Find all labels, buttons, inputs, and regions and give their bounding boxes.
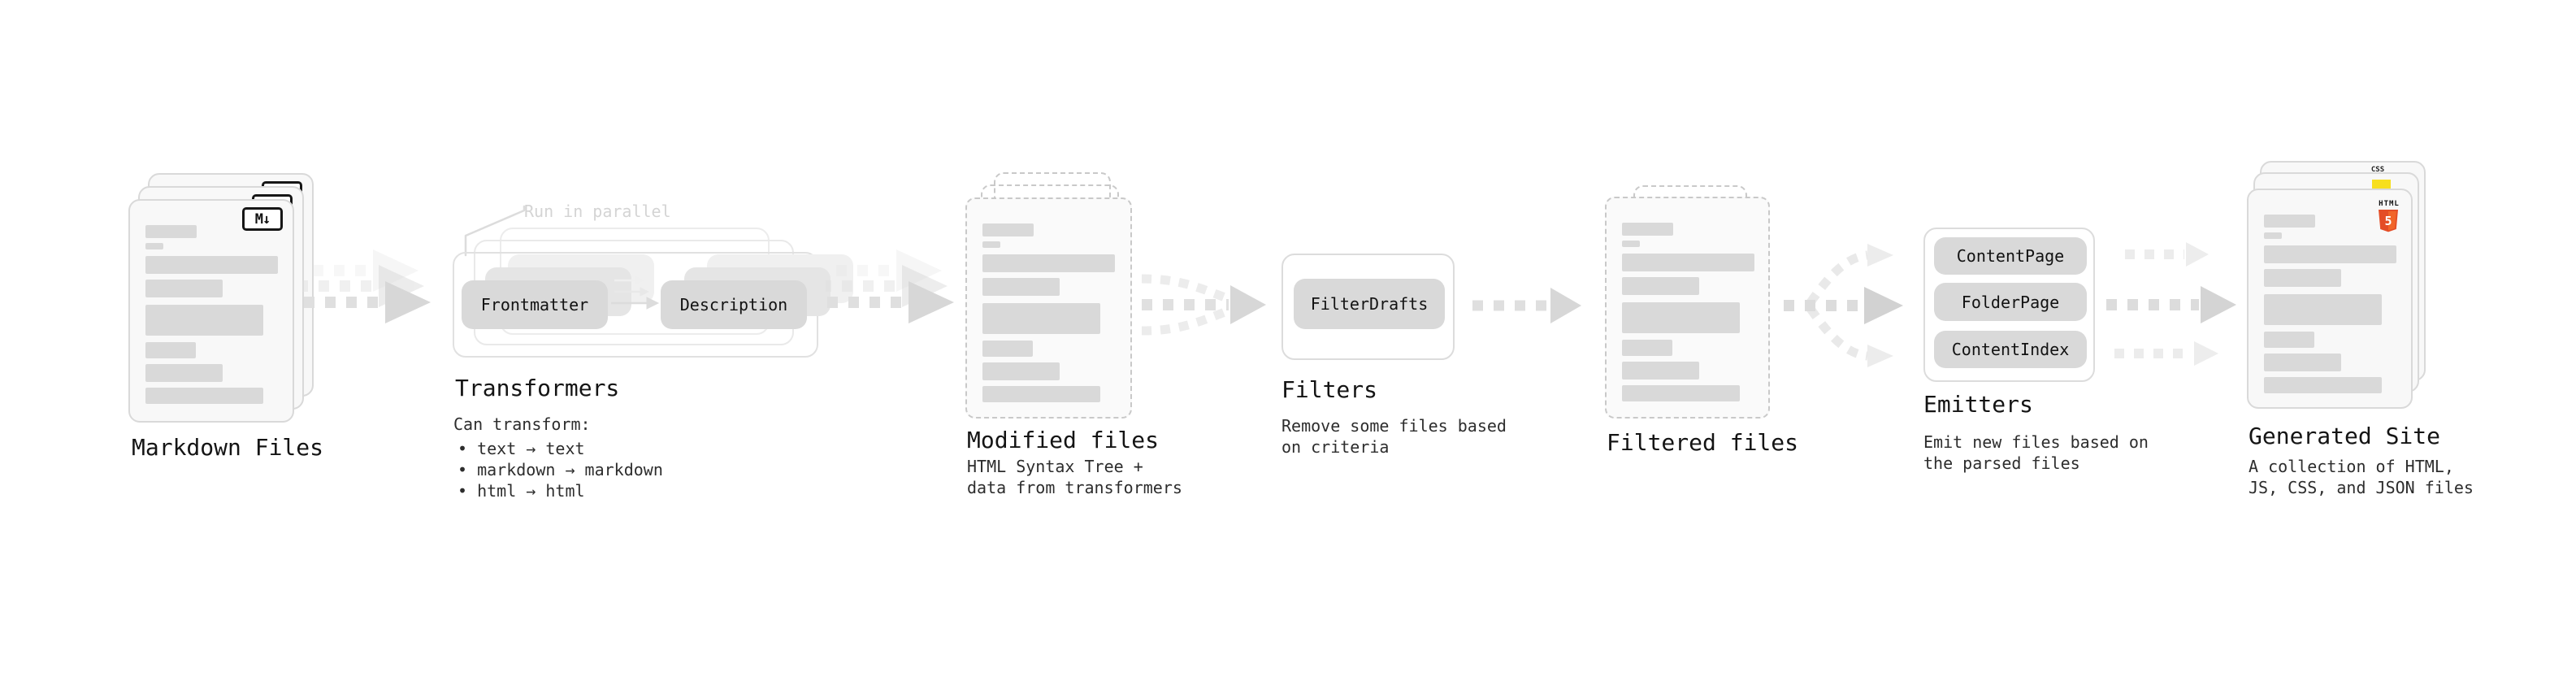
stage-title-filters: Filters: [1281, 376, 1378, 403]
bullet-item: • text → text: [458, 439, 585, 458]
bullet-item: • markdown → markdown: [458, 460, 663, 479]
placeholder-line: [982, 386, 1100, 402]
placeholder-line: [145, 305, 263, 336]
placeholder-line: [1622, 340, 1672, 356]
placeholder-line: [145, 256, 278, 274]
placeholder-line: [982, 254, 1115, 272]
flow-arrow-filtered-to-emitters: [1784, 244, 1903, 367]
html5-icon-word: HTML: [2379, 200, 2400, 208]
css-icon-text: CSS: [2370, 166, 2385, 174]
description-line: on criteria: [1281, 437, 1390, 457]
generated-file-card-html: HTML 5: [2247, 189, 2413, 409]
description-line: JS, CSS, and JSON files: [2249, 478, 2474, 497]
placeholder-line: [1622, 241, 1640, 247]
placeholder-line: [2264, 332, 2314, 348]
description-line: Emit new files based on: [1923, 432, 2149, 452]
filter-filterdrafts-label: FilterDrafts: [1310, 294, 1429, 314]
description-line: HTML Syntax Tree +: [967, 457, 1143, 476]
placeholder-line: [145, 225, 197, 238]
emitter-contentpage: ContentPage: [1934, 237, 2087, 275]
stage-transformers: Run in parallel Frontmatter Description …: [439, 195, 853, 512]
placeholder-line: [2264, 354, 2341, 371]
description-line: A collection of HTML,: [2249, 457, 2454, 476]
placeholder-line: [145, 243, 163, 249]
stage-title-generated-site: Generated Site: [2249, 423, 2441, 449]
html5-shield: 5: [2379, 210, 2398, 232]
flow-arrow-modified-to-filters: [1141, 274, 1266, 336]
placeholder-line: [982, 340, 1033, 357]
filters-description: Remove some files based on criteria: [1281, 415, 1507, 458]
placeholder-line: [2264, 269, 2341, 287]
bullet-item: • html → html: [458, 481, 585, 501]
emitter-contentindex-label: ContentIndex: [1951, 340, 2070, 359]
stage-title-modified-files: Modified files: [967, 427, 1160, 453]
transformers-bullet-list: • text → text • markdown → markdown • ht…: [458, 438, 663, 501]
placeholder-line: [982, 362, 1060, 380]
modified-file-card-front: [965, 197, 1132, 419]
filtered-file-card-front: [1605, 197, 1770, 419]
flow-arrow-markdown-to-transformers: [302, 244, 439, 340]
run-in-parallel-note: Run in parallel: [524, 202, 671, 221]
description-line: data from transformers: [967, 478, 1182, 497]
placeholder-line: [145, 388, 263, 404]
markdown-file-card-front: M↓: [128, 199, 294, 423]
transformer-frontmatter-label: Frontmatter: [480, 295, 589, 314]
emitter-folderpage: FolderPage: [1934, 283, 2087, 321]
html5-icon: HTML 5: [2378, 193, 2400, 233]
svg-text:5: 5: [2384, 214, 2392, 228]
emitter-contentpage-label: ContentPage: [1956, 246, 2065, 266]
flow-arrow-filters-to-filtered: [1472, 288, 1581, 323]
stage-filtered-files: Filtered files: [1597, 167, 1824, 508]
transformer-description: Description: [661, 280, 807, 329]
placeholder-line: [145, 342, 196, 358]
transformer-description-label: Description: [679, 295, 788, 314]
placeholder-line: [2264, 377, 2382, 393]
modified-files-description: HTML Syntax Tree + data from transformer…: [967, 456, 1182, 498]
emitter-folderpage-label: FolderPage: [1961, 292, 2060, 312]
placeholder-line: [145, 364, 223, 382]
markdown-icon: M↓: [242, 207, 283, 231]
placeholder-line: [982, 278, 1060, 296]
placeholder-line: [1622, 277, 1699, 295]
placeholder-line: [1622, 302, 1740, 333]
parallel-mini-arrows: [611, 275, 660, 310]
filter-filterdrafts: FilterDrafts: [1294, 279, 1445, 329]
stage-filters: FilterDrafts Filters Remove some files b…: [1281, 254, 1525, 481]
flow-arrow-transformers-to-modified: [826, 244, 962, 340]
placeholder-line: [2264, 245, 2396, 263]
description-line: Remove some files based: [1281, 416, 1507, 436]
flow-arrows-emitters-to-generated: [2106, 242, 2236, 366]
stage-title-markdown-files: Markdown Files: [132, 434, 324, 461]
stage-title-filtered-files: Filtered files: [1607, 429, 1799, 456]
stage-emitters: ContentPage FolderPage ContentIndex Emit…: [1923, 228, 2167, 488]
stage-markdown-files: M↓ M↓ M↓ Markdown Files: [128, 161, 470, 486]
emitter-contentindex: ContentIndex: [1934, 331, 2087, 368]
placeholder-line: [1622, 254, 1754, 271]
transformers-description-title: Can transform:: [453, 414, 591, 434]
placeholder-line: [2264, 294, 2382, 325]
placeholder-line: [1622, 362, 1699, 380]
generated-site-description: A collection of HTML, JS, CSS, and JSON …: [2249, 456, 2474, 498]
placeholder-line: [982, 303, 1100, 334]
stage-generated-site: CSS HTML 5 Generated Site A collection o…: [2247, 161, 2572, 510]
transformer-frontmatter: Frontmatter: [462, 280, 608, 329]
stage-title-emitters: Emitters: [1923, 391, 2033, 418]
description-line: the parsed files: [1923, 453, 2080, 473]
placeholder-line: [2264, 215, 2315, 228]
emitters-description: Emit new files based on the parsed files: [1923, 432, 2149, 474]
placeholder-line: [982, 241, 1000, 248]
stage-title-transformers: Transformers: [455, 375, 620, 401]
placeholder-line: [145, 280, 223, 297]
placeholder-line: [982, 223, 1034, 236]
placeholder-line: [1622, 385, 1740, 401]
stage-modified-files: Modified files HTML Syntax Tree + data f…: [959, 167, 1203, 508]
js-file-icon: [2372, 180, 2391, 190]
placeholder-line: [1622, 223, 1673, 236]
placeholder-line: [2264, 232, 2282, 239]
note-leader-line: [464, 205, 526, 257]
